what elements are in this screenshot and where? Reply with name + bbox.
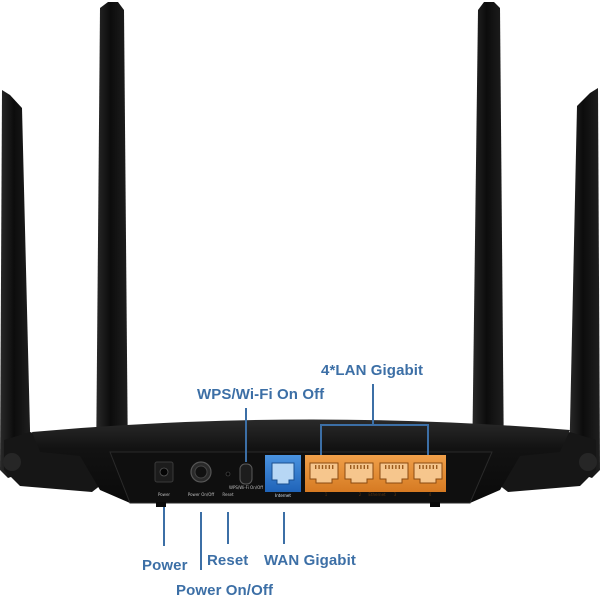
lan-port-pin bbox=[395, 465, 397, 469]
antenna-outer-left bbox=[0, 90, 31, 478]
lan-port-pin bbox=[425, 465, 428, 469]
lan-port-pin bbox=[436, 465, 438, 469]
wan-callout-label: WAN Gigabit bbox=[264, 552, 356, 569]
lan-port-pin bbox=[391, 465, 394, 469]
wps-callout-label: WPS/Wi-Fi On Off bbox=[197, 386, 325, 403]
lan-port-3 bbox=[379, 462, 409, 484]
lan-port-pin bbox=[360, 465, 362, 469]
lan-port-pin bbox=[402, 465, 404, 469]
lan-port-4 bbox=[413, 462, 443, 484]
lan-port-pin bbox=[419, 465, 421, 469]
lan-callout-label: 4*LAN Gigabit bbox=[321, 362, 424, 379]
lan-port-pin bbox=[388, 465, 390, 469]
port-label-internet: Internet bbox=[275, 493, 291, 498]
reset-hole bbox=[225, 471, 231, 477]
lan-port-pin bbox=[385, 465, 387, 469]
lan-port-pin bbox=[332, 465, 334, 469]
lan-callout-bracket bbox=[320, 424, 429, 455]
port-label-power: Power bbox=[158, 492, 170, 497]
lan-port-pin bbox=[356, 465, 359, 469]
lan-port-pin bbox=[398, 465, 400, 469]
lan-port-pin bbox=[367, 465, 369, 469]
lan-port-pin bbox=[432, 465, 434, 469]
port-label-reset: Reset bbox=[222, 492, 234, 497]
power-on-off-callout-label: Power On/Off bbox=[176, 582, 274, 599]
lan-port-1 bbox=[309, 462, 339, 484]
lan-port-pin bbox=[315, 465, 317, 469]
lan-port-2 bbox=[344, 462, 374, 484]
port-label-wps: WPS/Wi-Fi On/Off bbox=[229, 485, 263, 490]
antenna-outer-right bbox=[569, 88, 600, 478]
lan-port-pin bbox=[325, 465, 327, 469]
wan-port bbox=[271, 462, 295, 485]
power-callout-label: Power bbox=[142, 557, 188, 574]
port-label-lan-2: 2 bbox=[359, 492, 362, 497]
lan-port-pin bbox=[422, 465, 424, 469]
port-label-ethernet: Ethernet bbox=[368, 492, 386, 497]
antenna-inner-left bbox=[96, 2, 128, 470]
antenna-inner-right bbox=[472, 2, 504, 470]
lan-port-pin bbox=[350, 465, 352, 469]
port-label-lan-4: 4 bbox=[429, 492, 432, 497]
lan-port-pin bbox=[318, 465, 320, 469]
port-label-lan-1: 1 bbox=[325, 492, 328, 497]
lan-port-pin bbox=[363, 465, 365, 469]
port-label-lan-3: 3 bbox=[394, 492, 397, 497]
port-label-power-on-off: Power On/Off bbox=[188, 492, 215, 497]
lan-port-pin bbox=[429, 465, 431, 469]
wps-button bbox=[239, 463, 253, 485]
router-wing-left bbox=[4, 432, 120, 492]
lan-port-pin bbox=[328, 465, 330, 469]
router-wing-right bbox=[480, 432, 596, 492]
lan-port-pin bbox=[321, 465, 324, 469]
reset-callout-label: Reset bbox=[207, 552, 249, 569]
lan-port-pin bbox=[353, 465, 355, 469]
